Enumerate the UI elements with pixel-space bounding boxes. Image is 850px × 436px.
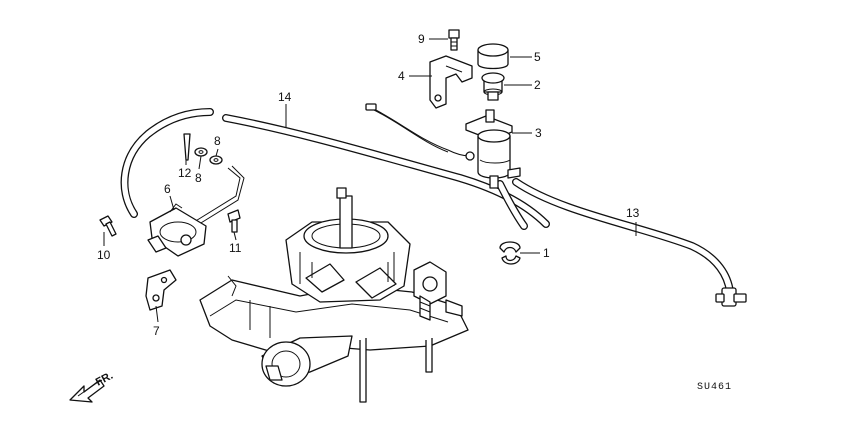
vacuum-diaphragm [261, 335, 353, 387]
front-direction-arrow-icon [69, 379, 105, 403]
hose-14 [222, 114, 550, 228]
leader-lines [103, 38, 637, 323]
hose-left-loop [120, 108, 214, 218]
callout-1: 1 [543, 246, 550, 260]
callout-9: 9 [418, 32, 425, 46]
tee-joint [715, 287, 747, 307]
carburetor-body [199, 187, 469, 403]
control-rod [193, 165, 245, 227]
callout-8b: 8 [195, 171, 202, 185]
bracket-4 [429, 55, 473, 109]
bracket-7 [145, 269, 177, 311]
pin-12 [183, 133, 191, 161]
bolt-9 [448, 29, 460, 51]
solenoid-wire [365, 103, 475, 161]
callout-11: 11 [229, 241, 242, 255]
hose-13 [512, 178, 734, 296]
diagram-code: SU461 [697, 382, 732, 393]
filter-2 [481, 72, 505, 101]
callout-5: 5 [534, 50, 541, 64]
cap-5 [477, 43, 509, 70]
solenoid-valve-3 [465, 109, 521, 189]
washer-8a [194, 147, 208, 157]
callout-10: 10 [97, 248, 111, 262]
actuator-6 [147, 203, 207, 257]
callout-12: 12 [178, 166, 192, 180]
direction-label: FR. [94, 370, 115, 389]
callout-13: 13 [626, 206, 640, 220]
bolt-10 [99, 215, 117, 237]
washer-8b [209, 155, 223, 165]
clamp-1 [499, 241, 521, 265]
callout-2: 2 [534, 78, 541, 92]
callout-6: 6 [164, 182, 171, 196]
callout-4: 4 [398, 69, 405, 83]
callout-14: 14 [278, 90, 292, 104]
callout-8a: 8 [214, 134, 221, 148]
bolt-11 [227, 209, 241, 233]
callout-7: 7 [153, 324, 160, 338]
callout-3: 3 [535, 126, 542, 140]
hose-solenoid-branch [496, 180, 528, 230]
